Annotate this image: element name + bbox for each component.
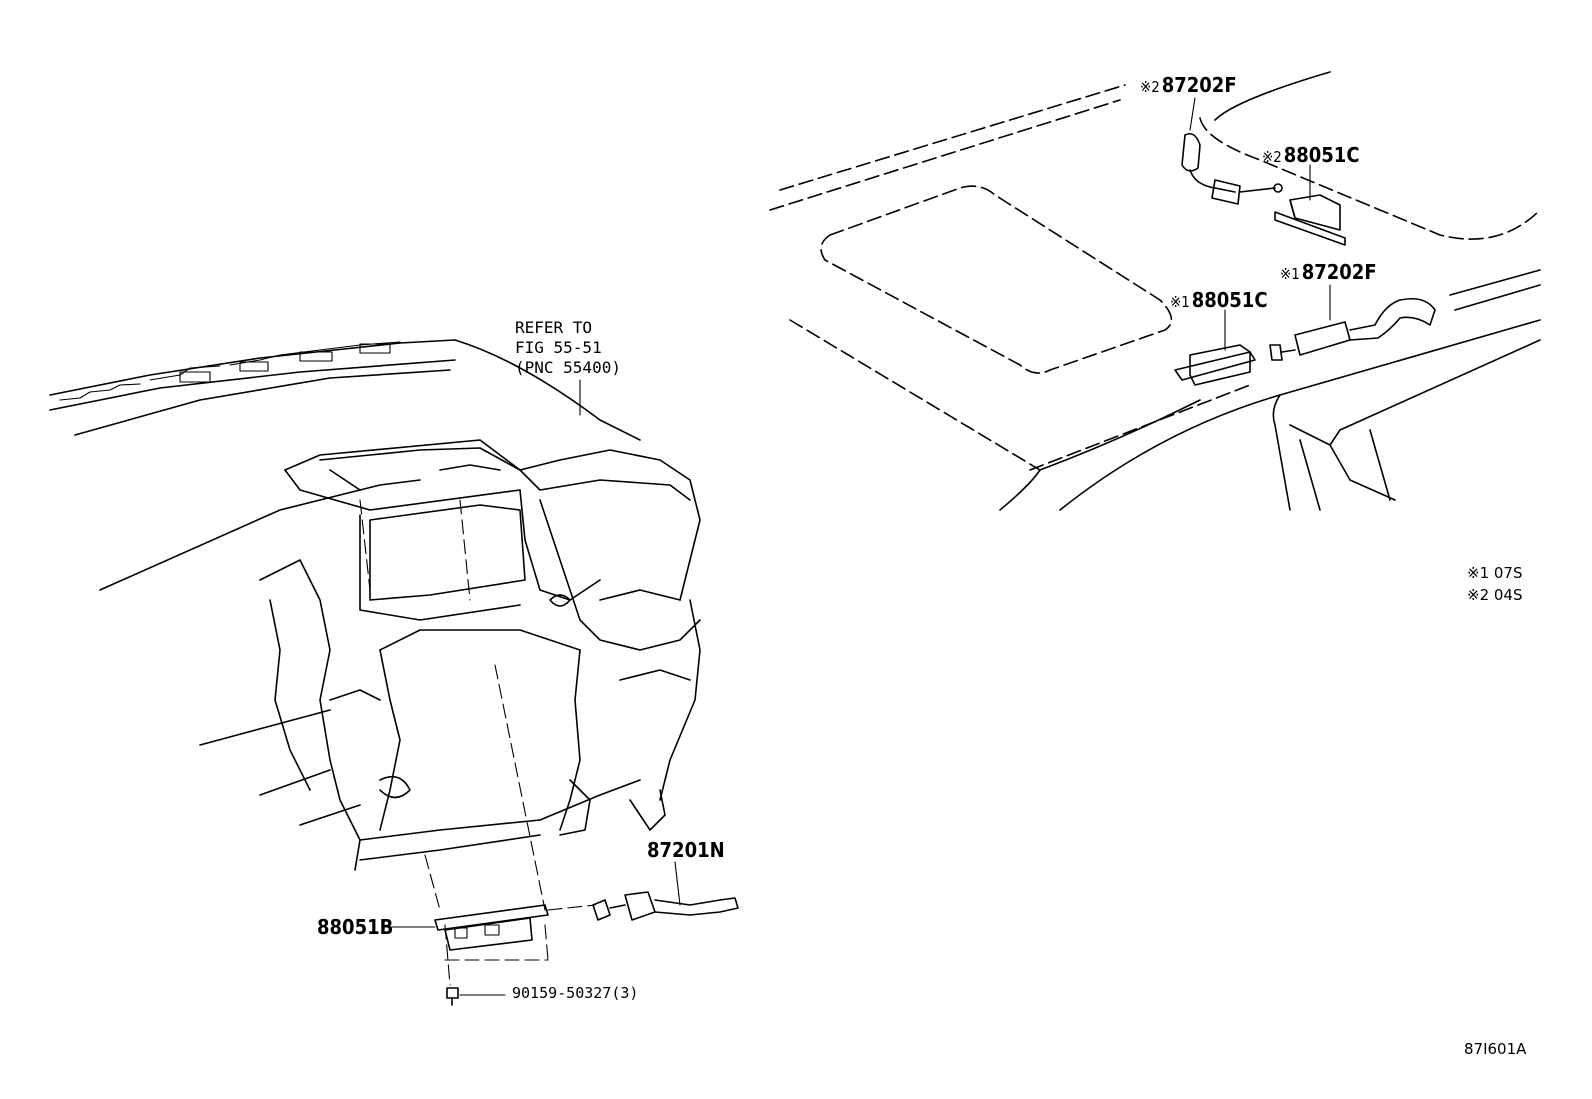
part-number: 88051B bbox=[317, 915, 394, 939]
part-number: 90159-50327(3) bbox=[512, 984, 639, 1002]
module-88051c-mid bbox=[1174, 309, 1256, 386]
legend-item-2: ※2 04S bbox=[1467, 586, 1523, 604]
module-88051c-top bbox=[1274, 164, 1346, 246]
screw-90159 bbox=[446, 987, 506, 1006]
part-number: 87202F bbox=[1161, 73, 1237, 97]
part-mark: ※1 bbox=[1170, 293, 1190, 311]
reinforcement-frame bbox=[259, 439, 701, 871]
cable-87202f-mid bbox=[1269, 284, 1436, 361]
refer-note-line1: REFER TO bbox=[515, 318, 593, 337]
part-label-88051b: 88051B bbox=[317, 917, 393, 937]
part-label-87202f-mid: ※187202F bbox=[1280, 262, 1377, 282]
part-mark: ※2 bbox=[1140, 78, 1160, 96]
panel-vents-top bbox=[59, 341, 401, 401]
part-label-88051c-top: ※288051C bbox=[1262, 145, 1360, 165]
legend: ※1 07S ※2 04S bbox=[1467, 562, 1523, 606]
part-mark: ※1 bbox=[1280, 265, 1300, 283]
instrument-panel-outline bbox=[49, 339, 641, 826]
sunroof-opening bbox=[820, 185, 1173, 374]
part-label-87201n: 87201N bbox=[647, 840, 725, 860]
part-number: 88051C bbox=[1191, 288, 1268, 312]
part-number: 87202F bbox=[1301, 260, 1377, 284]
cable-87202f-top bbox=[1181, 97, 1283, 205]
refer-note: REFER TO FIG 55-51 (PNC 55400) bbox=[515, 318, 621, 378]
part-mark: ※2 bbox=[1262, 148, 1282, 166]
part-label-87202f-top: ※287202F bbox=[1140, 75, 1237, 95]
refer-note-line3: (PNC 55400) bbox=[515, 358, 621, 377]
mounting-guide-lines bbox=[359, 499, 596, 986]
cable-87201n bbox=[592, 861, 739, 921]
center-cluster-opening bbox=[319, 447, 526, 601]
figure-code: 87I601A bbox=[1464, 1040, 1527, 1058]
part-number: 87201N bbox=[647, 838, 725, 862]
roof-pillar bbox=[1059, 269, 1541, 511]
part-label-88051c-mid: ※188051C bbox=[1170, 290, 1268, 310]
refer-note-line2: FIG 55-51 bbox=[515, 338, 602, 357]
legend-item-1: ※1 07S bbox=[1467, 564, 1523, 582]
roof-outline bbox=[769, 71, 1541, 511]
part-number: 88051C bbox=[1283, 143, 1360, 167]
part-label-90159: 90159-50327(3) bbox=[512, 986, 638, 1001]
module-88051b bbox=[389, 904, 549, 951]
